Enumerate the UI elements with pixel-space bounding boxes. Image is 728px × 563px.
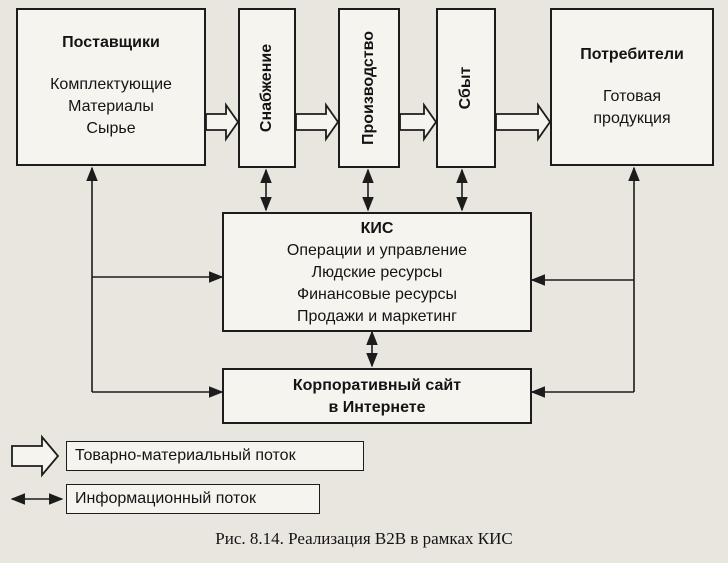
stage-proizvodstvo-box: Производство xyxy=(338,8,400,168)
legend-material-arrow xyxy=(11,434,60,478)
legend-info-label: Информационный поток xyxy=(75,490,257,507)
website-box: Корпоративный сайт в Интернете xyxy=(222,368,532,424)
legend-material-box: Товарно-материальный поток xyxy=(66,441,364,471)
material-arrow-snabzhenie-proizvodstvo xyxy=(295,102,340,142)
kis-item: Финансовые ресурсы xyxy=(296,286,458,303)
legend-material-label: Товарно-материальный поток xyxy=(75,447,296,464)
material-arrow-sbyt-consumers xyxy=(495,102,552,142)
material-arrow-suppliers-snabzhenie xyxy=(205,102,240,142)
stage-sbyt-box: Сбыт xyxy=(436,8,496,168)
suppliers-item: Комплектующие xyxy=(50,76,172,93)
legend-info-box: Информационный поток xyxy=(66,484,320,514)
website-line2: в Интернете xyxy=(328,399,426,416)
kis-title: КИС xyxy=(360,220,394,237)
consumers-item: Готовая xyxy=(602,88,662,105)
kis-item: Людские ресурсы xyxy=(311,264,443,281)
stage-sbyt-label: Сбыт xyxy=(457,66,474,110)
stage-proizvodstvo-label: Производство xyxy=(360,30,377,146)
stage-snabzhenie-label: Снабжение xyxy=(258,43,275,133)
consumers-box: Потребители Готовая продукция xyxy=(550,8,714,166)
consumers-title: Потребители xyxy=(580,46,684,63)
stage-snabzhenie-box: Снабжение xyxy=(238,8,296,168)
kis-item: Продажи и маркетинг xyxy=(297,308,457,325)
kis-box: КИС Операции и управление Людские ресурс… xyxy=(222,212,532,332)
figure-caption: Рис. 8.14. Реализация B2B в рамках КИС xyxy=(215,529,513,548)
website-line1: Корпоративный сайт xyxy=(292,377,462,394)
kis-item: Операции и управление xyxy=(286,242,468,259)
suppliers-item: Сырье xyxy=(86,120,136,137)
suppliers-title: Поставщики xyxy=(62,34,160,51)
suppliers-item: Материалы xyxy=(68,98,154,115)
material-arrow-proizvodstvo-sbyt xyxy=(399,102,438,142)
suppliers-box: Поставщики Комплектующие Материалы Сырье xyxy=(16,8,206,166)
consumers-item: продукция xyxy=(593,110,671,127)
